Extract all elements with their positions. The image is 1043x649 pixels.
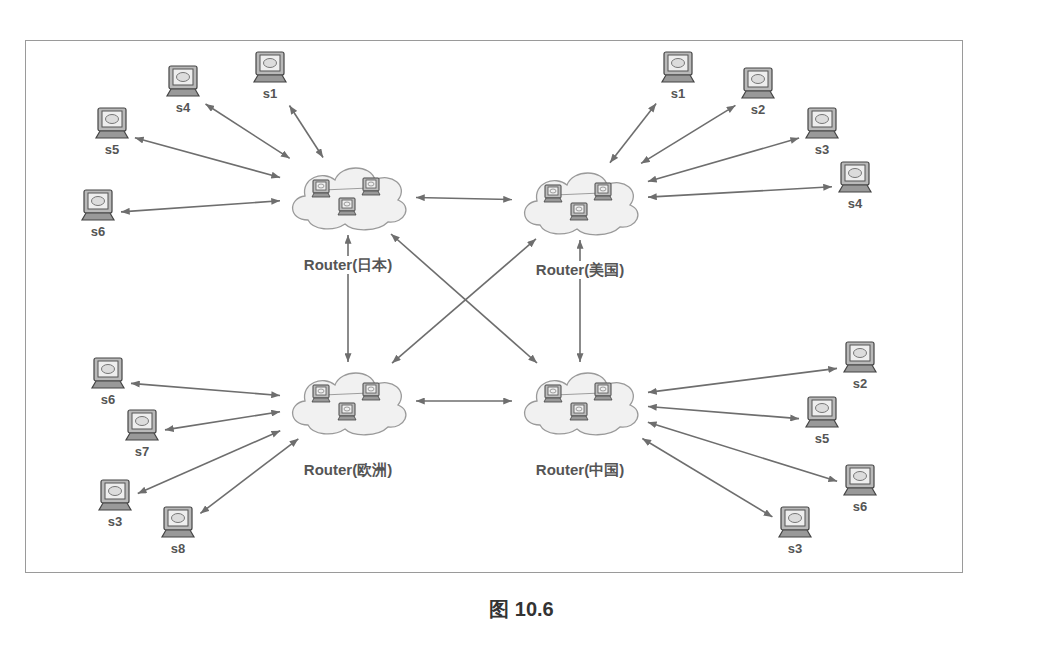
figure-caption: 图 10.6: [0, 596, 1043, 623]
network-link: [648, 422, 837, 481]
computer-node: s3: [802, 106, 842, 158]
computer-node: s4: [163, 64, 203, 116]
computer-icon: [97, 478, 133, 512]
cloud-shape: [515, 165, 645, 237]
router-label: Router(中国): [533, 461, 627, 479]
computer-label: s3: [813, 142, 831, 157]
computer-node: s3: [775, 505, 815, 557]
computer-node: s2: [840, 340, 880, 392]
computer-icon: [777, 505, 813, 539]
network-link: [200, 439, 298, 514]
computer-node: s4: [835, 160, 875, 212]
computer-icon: [660, 50, 696, 84]
computer-node: s6: [88, 356, 128, 408]
network-link: [131, 383, 280, 395]
network-link: [579, 240, 581, 362]
network-link: [416, 400, 512, 402]
computer-label: s1: [261, 86, 279, 101]
computer-label: s3: [786, 541, 804, 556]
computer-icon: [842, 463, 878, 497]
computer-icon: [842, 340, 878, 374]
network-link: [642, 439, 772, 517]
computer-icon: [160, 505, 196, 539]
computer-node: s1: [658, 50, 698, 102]
network-link: [121, 201, 280, 212]
computer-icon: [90, 356, 126, 390]
network-link: [391, 234, 537, 363]
router-cloud: Router(欧洲): [283, 365, 413, 437]
computer-icon: [94, 106, 130, 140]
computer-icon: [740, 66, 776, 100]
router-cloud: Router(中国): [515, 365, 645, 437]
computer-label: s3: [106, 514, 124, 529]
computer-label: s2: [851, 376, 869, 391]
computer-node: s3: [95, 478, 135, 530]
network-link: [648, 368, 837, 392]
computer-label: s4: [846, 196, 864, 211]
computer-label: s4: [174, 100, 192, 115]
network-link: [138, 431, 281, 494]
cloud-shape: [283, 160, 413, 232]
router-cloud: Router(美国): [515, 165, 645, 237]
computer-icon: [124, 408, 160, 442]
computer-node: s6: [78, 188, 118, 240]
network-link: [165, 412, 280, 430]
computer-node: s2: [738, 66, 778, 118]
computer-node: s5: [92, 106, 132, 158]
computer-icon: [165, 64, 201, 98]
computer-label: s6: [99, 392, 117, 407]
computer-icon: [804, 395, 840, 429]
computer-node: s5: [802, 395, 842, 447]
network-link: [416, 197, 512, 199]
computer-icon: [252, 50, 288, 84]
computer-label: s1: [669, 86, 687, 101]
network-link: [289, 106, 323, 158]
network-link: [392, 239, 536, 363]
computer-icon: [80, 188, 116, 222]
router-label: Router(欧洲): [301, 461, 395, 479]
computer-label: s7: [133, 444, 151, 459]
network-link: [206, 104, 290, 158]
computer-label: s6: [851, 499, 869, 514]
router-label: Router(美国): [533, 261, 627, 279]
router-label: Router(日本): [301, 256, 395, 274]
computer-icon: [804, 106, 840, 140]
computer-label: s5: [813, 431, 831, 446]
router-cloud: Router(日本): [283, 160, 413, 232]
network-link: [641, 105, 735, 163]
cloud-shape: [283, 365, 413, 437]
network-link: [648, 138, 799, 181]
computer-label: s8: [169, 541, 187, 556]
computer-label: s6: [89, 224, 107, 239]
network-link: [135, 138, 280, 178]
computer-node: s1: [250, 50, 290, 102]
cloud-shape: [515, 365, 645, 437]
computer-node: s7: [122, 408, 162, 460]
computer-label: s2: [749, 102, 767, 117]
computer-node: s8: [158, 505, 198, 557]
network-link: [648, 406, 799, 418]
network-link: [347, 235, 349, 362]
computer-label: s5: [103, 142, 121, 157]
computer-icon: [837, 160, 873, 194]
computer-node: s6: [840, 463, 880, 515]
network-link: [648, 187, 832, 197]
network-link: [610, 103, 656, 162]
